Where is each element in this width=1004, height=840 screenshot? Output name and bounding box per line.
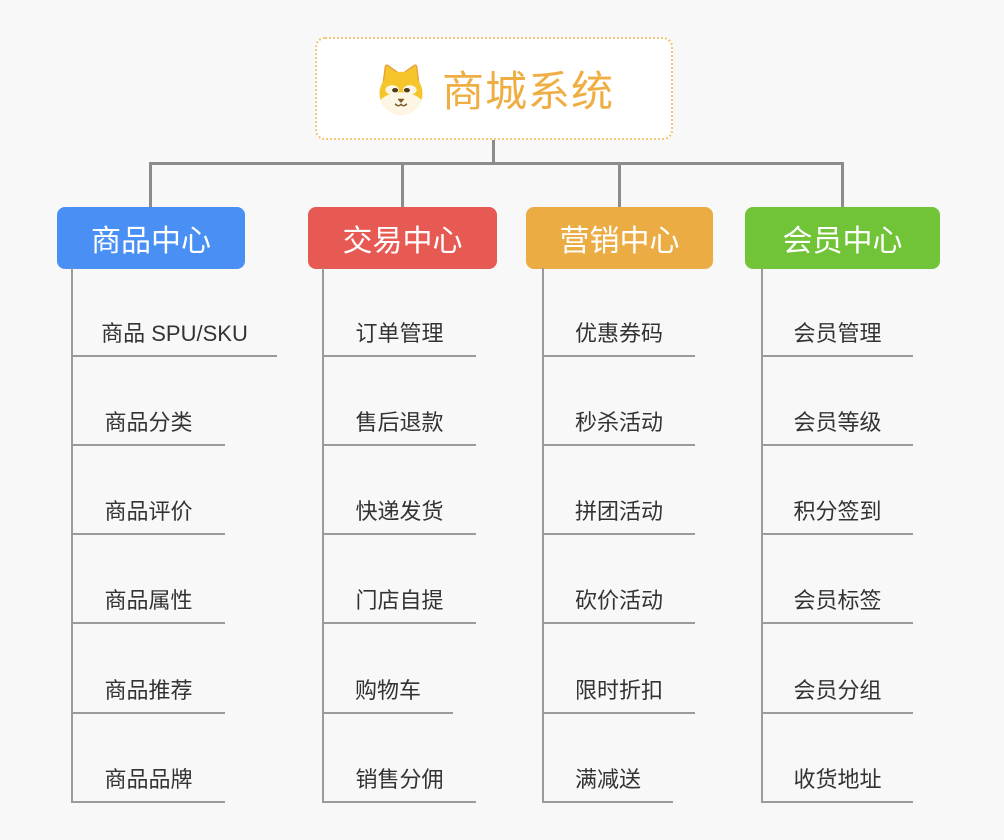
root-title: 商城系统 <box>441 68 614 115</box>
tree-item[interactable]: 销售分佣 <box>323 759 476 803</box>
tree-item[interactable]: 收货地址 <box>762 759 913 803</box>
tree-item[interactable]: 售后退款 <box>323 402 476 446</box>
connector-drop <box>841 162 844 208</box>
tree-item[interactable]: 优惠券码 <box>543 313 695 357</box>
branch-product-center[interactable]: 商品中心 <box>57 207 245 269</box>
connector-trunk <box>322 268 324 803</box>
connector-trunk <box>71 268 73 803</box>
connector-drop <box>401 162 404 208</box>
tree-item[interactable]: 限时折扣 <box>543 670 695 714</box>
tree-item[interactable]: 订单管理 <box>323 313 476 357</box>
tree-item[interactable]: 会员管理 <box>762 313 913 357</box>
branch-member-center[interactable]: 会员中心 <box>745 207 940 269</box>
tree-item[interactable]: 门店自提 <box>323 580 476 624</box>
connector-drop <box>618 162 621 208</box>
tree-item[interactable]: 会员等级 <box>762 402 913 446</box>
tree-item[interactable]: 积分签到 <box>762 491 913 535</box>
tree-item[interactable]: 购物车 <box>323 670 453 714</box>
tree-item[interactable]: 商品属性 <box>72 580 225 624</box>
root-node[interactable]: 商城系统 <box>315 37 673 140</box>
tree-item[interactable]: 商品推荐 <box>72 670 225 714</box>
connector-root-stem <box>492 139 495 163</box>
tree-item[interactable]: 快递发货 <box>323 491 476 535</box>
tree-item[interactable]: 商品评价 <box>72 491 225 535</box>
connector-trunk <box>542 268 544 803</box>
tree-item[interactable]: 商品品牌 <box>72 759 225 803</box>
tree-item[interactable]: 拼团活动 <box>543 491 695 535</box>
tree-item[interactable]: 会员标签 <box>762 580 913 624</box>
connector-drop <box>149 162 152 208</box>
tree-item[interactable]: 商品 SPU/SKU <box>72 313 277 357</box>
tree-item[interactable]: 砍价活动 <box>543 580 695 624</box>
connector-horizontal-bus <box>149 162 844 165</box>
branch-trade-center[interactable]: 交易中心 <box>308 207 497 269</box>
tree-item[interactable]: 秒杀活动 <box>543 402 695 446</box>
connector-trunk <box>761 268 763 803</box>
tree-item[interactable]: 商品分类 <box>72 402 225 446</box>
branch-marketing-center[interactable]: 营销中心 <box>526 207 713 269</box>
dog-face-icon <box>374 62 428 116</box>
tree-item[interactable]: 满减送 <box>543 759 673 803</box>
tree-item[interactable]: 会员分组 <box>762 670 913 714</box>
